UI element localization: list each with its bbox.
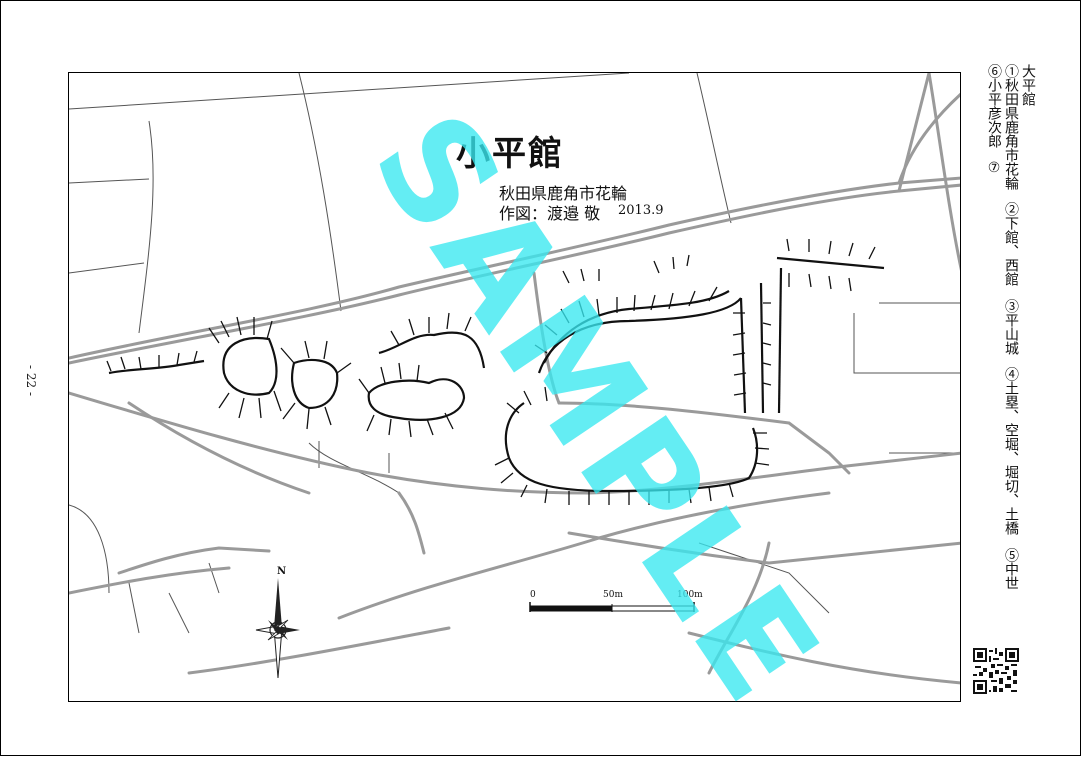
side-info-attributes: ①秋田県鹿角市花輪 ②下館、西館 ③平山城 ④土塁、空堀、堀切、土橋 ⑤中世 bbox=[1002, 64, 1019, 624]
roads bbox=[69, 73, 960, 685]
side-info-item: ①秋田県鹿角市花輪 bbox=[1003, 64, 1019, 190]
map-drawing bbox=[69, 73, 960, 685]
side-info-notes: ⑥小平彦次郎 ⑦ bbox=[985, 64, 1002, 624]
side-info: 大平館 ①秋田県鹿角市花輪 ②下館、西館 ③平山城 ④土塁、空堀、堀切、土橋 ⑤… bbox=[985, 64, 1036, 624]
scale-end-label: 100m bbox=[677, 590, 703, 600]
map-author: 作図：渡邉 敬 bbox=[499, 204, 601, 223]
castle-contours bbox=[108, 256, 885, 493]
map-date: 2013.9 bbox=[618, 203, 664, 218]
qr-code-icon bbox=[973, 648, 1019, 694]
page-number: - 22 - bbox=[24, 365, 38, 397]
side-info-item: ⑤中世 bbox=[1003, 547, 1019, 590]
compass-rose-icon bbox=[255, 578, 300, 679]
side-info-item: ⑥小平彦次郎 bbox=[986, 64, 1002, 148]
map-area bbox=[68, 72, 961, 702]
scale-zero-label: 0 bbox=[530, 590, 536, 600]
side-info-item: ⑦ bbox=[986, 160, 1002, 177]
north-label: N bbox=[277, 566, 287, 577]
scale-bar bbox=[529, 602, 695, 612]
side-info-item: ②下館、西館 bbox=[1003, 202, 1019, 287]
scale-mid-label: 50m bbox=[603, 590, 623, 600]
slope-hachures bbox=[106, 238, 876, 505]
side-info-item: ④土塁、空堀、堀切、土橋 bbox=[1003, 367, 1019, 536]
side-info-title: 大平館 bbox=[1020, 64, 1036, 106]
map-title: 小平館 bbox=[456, 134, 564, 174]
map-location: 秋田県鹿角市花輪 bbox=[499, 184, 628, 203]
side-info-item: ③平山城 bbox=[1003, 298, 1019, 355]
field-lines bbox=[69, 73, 960, 634]
